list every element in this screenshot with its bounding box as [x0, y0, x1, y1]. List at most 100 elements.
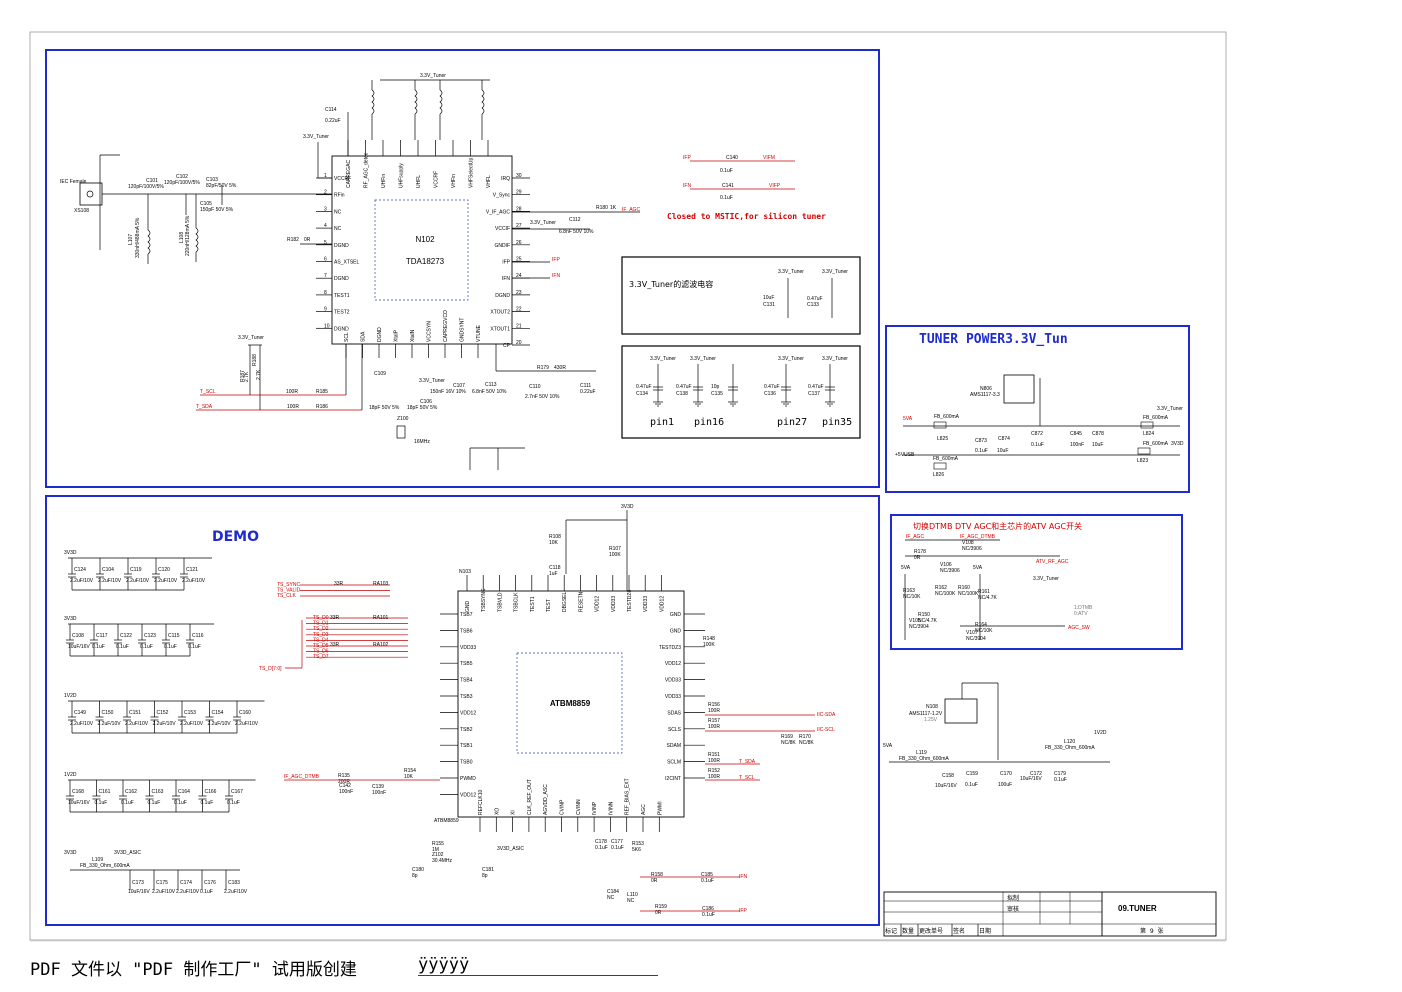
svg-text:C159: C159	[966, 771, 978, 777]
demo-bottom-pin: CVINP	[560, 799, 566, 815]
cap-ref: C151	[129, 710, 141, 716]
rail-label: 3V3D	[64, 550, 77, 556]
label: 100R	[708, 724, 720, 730]
svg-text:1:DTMB: 1:DTMB	[1074, 605, 1093, 611]
svg-text:C107: C107	[453, 383, 465, 389]
tuner-pin-26: GNDIF	[494, 243, 510, 249]
demo-bottom-pin: REFCLK10	[478, 789, 484, 815]
label: V106	[940, 562, 952, 568]
label: R162	[935, 585, 947, 591]
svg-text:0R: 0R	[304, 237, 311, 243]
label: L109	[92, 857, 103, 863]
demo-left-pin: VDD12	[460, 792, 476, 798]
cap-val: 2.2uF/10V	[235, 721, 259, 727]
label: NC	[607, 895, 615, 901]
svg-text:3V3D: 3V3D	[1171, 441, 1184, 447]
cap-val: 0.1uF	[188, 644, 201, 650]
label: 100R	[708, 774, 720, 780]
label: 20	[516, 340, 522, 346]
pdf-footer-link[interactable]: ÿÿÿÿÿ	[418, 955, 658, 976]
tuner-pin-10: DGND	[334, 326, 349, 332]
demo-top-pin: GND	[465, 601, 471, 613]
svg-text:FB_330_Ohm_600mA: FB_330_Ohm_600mA	[1045, 745, 1095, 751]
cap-val: 2.2uF/10V	[98, 578, 122, 584]
cap-val: 2.2uF/10V	[182, 578, 206, 584]
tuner-note: Closed to MSTIC,for silicon tuner	[667, 211, 826, 221]
label: 2.2uF/10V	[176, 889, 200, 895]
svg-text:3.3V_Tuner: 3.3V_Tuner	[1157, 406, 1183, 412]
label: NC/4.7K	[978, 595, 998, 601]
demo-top-pin: TSBCLK	[514, 592, 520, 612]
demo-left-pin: TSB3	[460, 694, 473, 700]
tuner-bottom-pin: SCL	[344, 332, 350, 342]
svg-text:3.3V_Tuner: 3.3V_Tuner	[238, 335, 264, 341]
net-if-agc: IF_AGC	[622, 207, 640, 213]
cap-ref: C117	[96, 633, 108, 639]
cap-val: 10uF/16V	[68, 800, 90, 806]
cap-val: 2.2uF/10V	[98, 721, 122, 727]
tuner-ic-part: TDA18273	[406, 257, 445, 266]
tuner-pin-6: AS_XTSEL	[334, 260, 360, 266]
label: 0.47uF	[636, 384, 652, 390]
label: R150	[918, 612, 930, 618]
svg-text:审核: 审核	[1007, 905, 1019, 913]
agc-title: 切换DTMB DTV AGC和主芯片的ATV AGC开关	[913, 521, 1082, 531]
tuner-section: N102 TDA18273 VCCRF1RFin2NC3NC4DGND5AS_X…	[60, 73, 826, 470]
svg-text:3.3V_Tuner: 3.3V_Tuner	[1033, 576, 1059, 582]
tuner-pin-8: TEST1	[334, 293, 350, 299]
demo-right-pin: SCLM	[667, 760, 681, 766]
label: R108	[549, 534, 561, 540]
label: 100R	[708, 708, 720, 714]
label: 8p	[482, 873, 488, 879]
label: 0R	[651, 878, 658, 884]
label: C183	[228, 880, 240, 886]
cap-val: 0.1uF	[121, 800, 134, 806]
titleblock-col: 签名	[953, 927, 965, 935]
cap-ref: C152	[157, 710, 169, 716]
svg-text:120pF/100V/5%: 120pF/100V/5%	[128, 184, 164, 190]
label: C177	[611, 839, 623, 845]
tuner-pin-23: DGND	[495, 293, 510, 299]
svg-text:5VA: 5VA	[903, 416, 913, 422]
label: 2	[324, 190, 327, 196]
label: NC/8K	[799, 740, 814, 746]
svg-text:120pF/100V/5%: 120pF/100V/5%	[164, 180, 200, 186]
svg-text:430R: 430R	[554, 365, 566, 371]
tuner-bottom-pin: SDA	[361, 331, 367, 342]
demo-left-pin: TSB1	[460, 743, 473, 749]
label: RA102	[373, 642, 389, 648]
cap-ref: C115	[168, 633, 180, 639]
label: C178	[595, 839, 607, 845]
svg-text:0.47uF: 0.47uF	[807, 296, 823, 302]
label: 6	[324, 257, 327, 263]
demo-ic-body	[457, 590, 685, 818]
tuner-pin-9: TEST2	[334, 310, 350, 316]
demo-top-pin: TEST1	[530, 596, 536, 612]
rail-label: 1V2D	[64, 772, 77, 778]
cap-val: 0.1uF	[148, 800, 161, 806]
svg-text:C114: C114	[325, 107, 337, 113]
demo-top-pin: VDD33	[643, 596, 649, 612]
label: R156	[708, 702, 720, 708]
titleblock-col: 日期	[979, 927, 991, 935]
demo-left-pin: PWMD	[460, 776, 476, 782]
cap-val: 2.2uF/10V	[180, 721, 204, 727]
label: 0.1uF	[595, 845, 608, 851]
label: 3.3V_Tuner	[690, 356, 716, 362]
label: 5	[324, 240, 327, 246]
svg-text:5VA: 5VA	[883, 743, 893, 749]
svg-text:220nH/128mA 5%: 220nH/128mA 5%	[185, 215, 191, 256]
svg-text:ATV_RF_AGC: ATV_RF_AGC	[1036, 559, 1069, 565]
tuner-bottom-pin: CAPREGVCO	[443, 310, 449, 342]
demo-top-pin: RESETN	[578, 591, 584, 612]
cap-ref: C150	[102, 710, 114, 716]
cap-val: 10uF/16V	[68, 644, 90, 650]
svg-text:C878: C878	[1092, 431, 1104, 437]
tuner-top-pin: VHFSelectUp	[469, 157, 475, 188]
svg-text:C101: C101	[146, 178, 158, 184]
cap-val: 2.2uF/10V	[70, 578, 94, 584]
schematic-sheet: N102 TDA18273 VCCRF1RFin2NC3NC4DGND5AS_X…	[29, 31, 1227, 942]
svg-text:Z100: Z100	[397, 416, 409, 422]
svg-text:N108: N108	[926, 704, 938, 710]
label: 8p	[412, 873, 418, 879]
